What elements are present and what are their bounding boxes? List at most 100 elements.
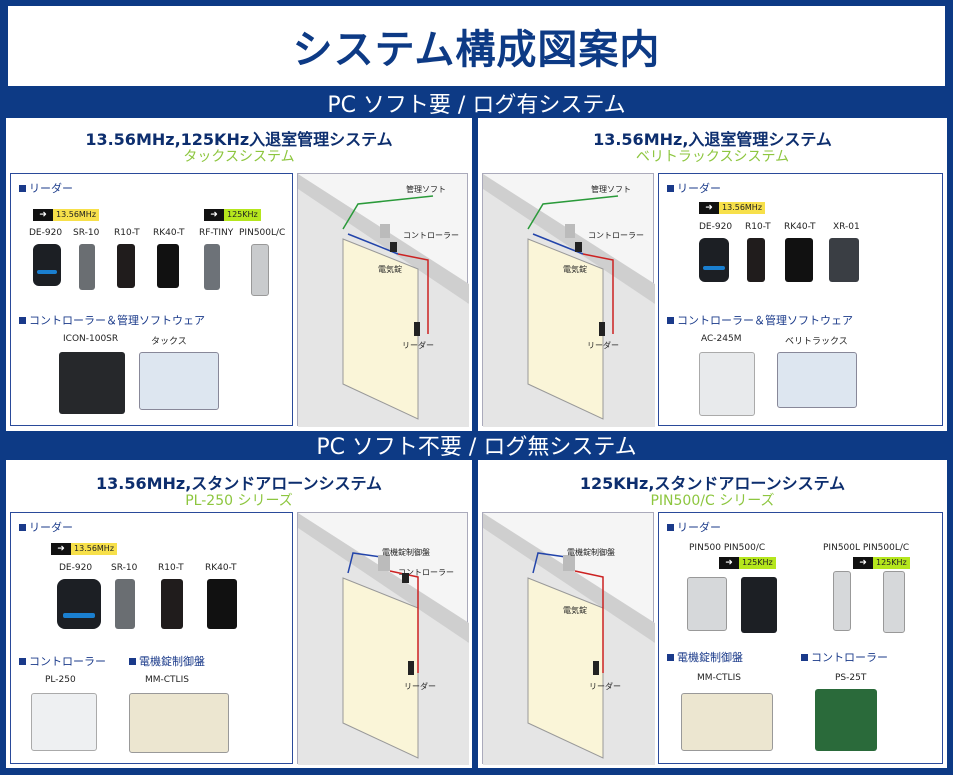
reader-model: RF-TINY [199, 228, 234, 238]
door-diagram-svg [483, 513, 655, 765]
section-label: リーダー [667, 519, 721, 535]
lock-control-panel-image [129, 693, 229, 753]
section-label: リーダー [19, 519, 73, 535]
controller-model: AC-245M [701, 334, 742, 344]
reader-model: XR-01 [833, 222, 860, 232]
reader-image [79, 244, 95, 290]
freq-label: 13.56MHz [719, 202, 766, 214]
controller-board-image [815, 689, 877, 751]
controller-model: MM-CTLIS [145, 675, 189, 685]
controller-box-image [31, 693, 97, 751]
reader-model: SR-10 [73, 228, 100, 238]
freq-label: 13.56MHz [53, 209, 100, 221]
panel-pin500-system: 125KHz,スタンドアローンシステム PIN500/C シリーズ 電機錠制御盤… [478, 460, 947, 768]
door-diagram: 管理ソフト コントローラー 電気錠 リーダー [297, 173, 469, 427]
diagram-label-controller: コントローラー [398, 568, 454, 577]
keypad-image [207, 579, 237, 629]
freq-tag: ➜125KHz [204, 209, 261, 221]
reader-model: SR-10 [111, 563, 138, 573]
panel-heading: 13.56MHz,スタンドアローンシステム [95, 474, 383, 493]
arrow-icon: ➜ [699, 202, 719, 214]
keypad-image [741, 577, 777, 633]
freq-tag: ➜125KHz [719, 557, 776, 569]
reader-model: R10-T [158, 563, 184, 573]
keypad-image [833, 571, 851, 631]
keypad-image [687, 577, 727, 631]
diagram-label-reader: リーダー [589, 682, 621, 691]
reader-image [161, 579, 183, 629]
door-diagram-svg [298, 174, 469, 427]
diagram-label-software: 管理ソフト [406, 185, 446, 194]
panel-pl250-system: 13.56MHz,スタンドアローンシステム PL-250 シリーズ リーダー ➜… [6, 460, 472, 768]
door-diagram: 電機錠制御盤 電気錠 リーダー [482, 512, 655, 765]
section-label: 電機錠制御盤 [129, 653, 205, 669]
panel-subheading: ベリトラックスシステム [635, 149, 790, 165]
reader-model: DE-920 [699, 222, 733, 232]
section-band-top: PC ソフト要 / ログ有システム [327, 93, 626, 118]
reader-model: R10-T [114, 228, 140, 238]
section-label: リーダー [667, 180, 721, 196]
software-name: タックス [151, 337, 187, 347]
reader-model: RK40-T [153, 228, 185, 238]
freq-tag: ➜13.56MHz [33, 209, 100, 221]
section-label: リーダー [19, 180, 73, 196]
panel-veritrax-system: 13.56MHz,入退室管理システム ベリトラックスシステム 管理ソフト コント… [478, 118, 947, 431]
arrow-icon: ➜ [51, 543, 71, 555]
section-label: コントローラー＆管理ソフトウェア [19, 312, 205, 328]
keypad-image [251, 244, 269, 296]
freq-tag: ➜13.56MHz [51, 543, 118, 555]
section-label: コントローラー [801, 649, 888, 665]
section-label: コントローラー＆管理ソフトウェア [667, 312, 853, 328]
freq-label: 125KHz [224, 209, 261, 221]
arrow-icon: ➜ [204, 209, 224, 221]
door-diagram: 電機錠制御盤 コントローラー リーダー [297, 512, 469, 765]
product-box: リーダー ➜13.56MHz DE-920 R10-T RK40-T XR-01… [658, 173, 943, 426]
freq-label: 125KHz [873, 557, 910, 569]
panel-heading: 125KHz,スタンドアローンシステム [579, 474, 846, 493]
reader-image [747, 238, 765, 282]
arrow-icon: ➜ [33, 209, 53, 221]
controller-model: PL-250 [45, 675, 76, 685]
section-label: コントローラー [19, 653, 106, 669]
reader-image [115, 579, 135, 629]
diagram-label-software: 管理ソフト [591, 185, 631, 194]
keypad-image [883, 571, 905, 633]
software-screenshot-image [139, 352, 219, 410]
controller-model: MM-CTLIS [697, 673, 741, 683]
product-box: リーダー ➜13.56MHz ➜125KHz DE-920 SR-10 R10-… [10, 173, 293, 426]
section-band-bottom: PC ソフト不要 / ログ無システム [316, 435, 637, 460]
software-name: ベリトラックス [785, 337, 848, 347]
reader-model: DE-920 [29, 228, 63, 238]
section-label: 電機錠制御盤 [667, 649, 743, 665]
keypad-image [157, 244, 179, 288]
keypad-image [785, 238, 813, 282]
software-screenshot-image [777, 352, 857, 408]
reader-image [117, 244, 135, 288]
arrow-icon: ➜ [719, 557, 739, 569]
panel-subheading: PIN500/C シリーズ [650, 493, 775, 509]
reader-group-label: PIN500L PIN500L/C [823, 543, 910, 553]
panel-heading: 13.56MHz,125KHz入退室管理システム [85, 130, 393, 149]
freq-tag: ➜13.56MHz [699, 202, 766, 214]
arrow-icon: ➜ [853, 557, 873, 569]
diagram-label-lock: 電気錠 [563, 606, 587, 615]
diagram-label-reader: リーダー [587, 341, 619, 350]
reader-image [57, 579, 101, 629]
reader-model: RK40-T [205, 563, 237, 573]
diagram-label-lock: 電気錠 [378, 265, 402, 274]
freq-label: 125KHz [739, 557, 776, 569]
door-diagram-svg [483, 174, 655, 427]
diagram-label-reader: リーダー [404, 682, 436, 691]
controller-model: ICON-100SR [63, 334, 119, 344]
controller-board-image [59, 352, 125, 414]
diagram-label-lock: 電気錠 [563, 265, 587, 274]
reader-group-label: PIN500 PIN500/C [689, 543, 766, 553]
reader-model: PIN500L/C [239, 228, 286, 238]
diagram-label-controller: コントローラー [588, 231, 644, 240]
page-title: システム構成図案内 [8, 6, 945, 86]
diagram-label-controller: コントローラー [403, 231, 459, 240]
product-box: リーダー ➜13.56MHz DE-920 SR-10 R10-T RK40-T… [10, 512, 293, 764]
reader-image [204, 244, 220, 290]
reader-model: DE-920 [59, 563, 93, 573]
panel-heading: 13.56MHz,入退室管理システム [593, 130, 832, 149]
